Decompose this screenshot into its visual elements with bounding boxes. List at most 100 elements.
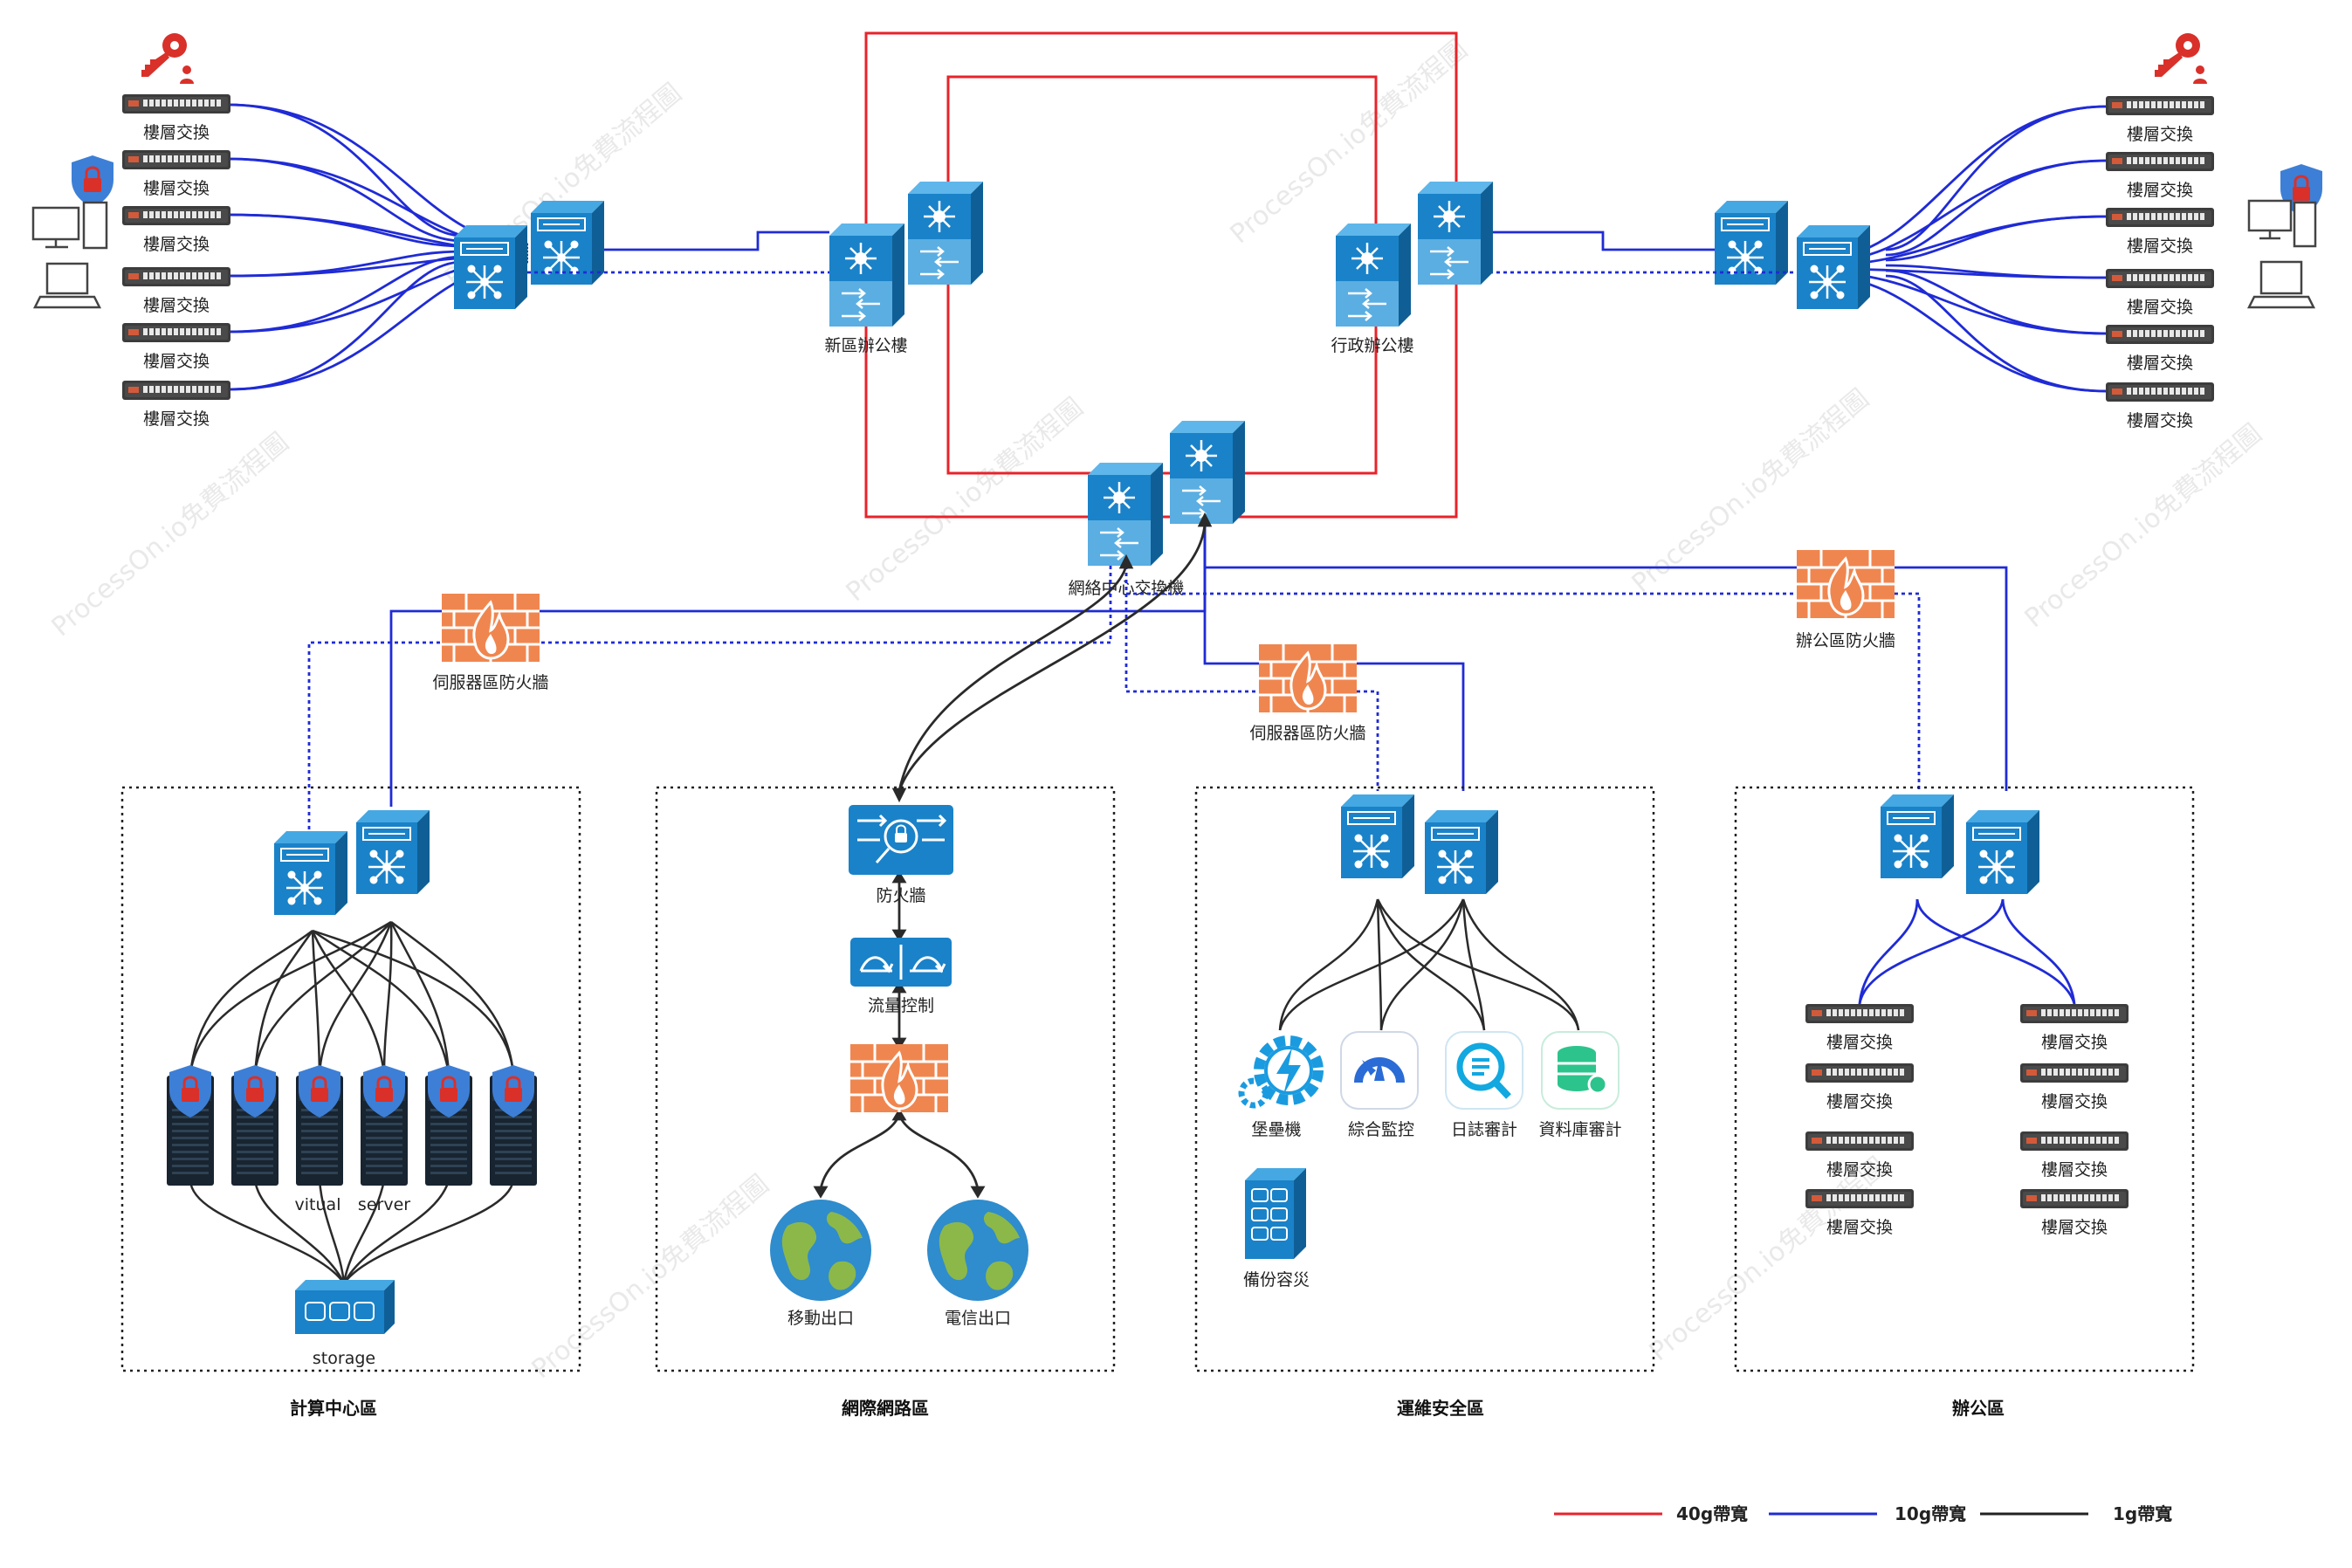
firewall-icon <box>1257 643 1358 714</box>
firewall-icon <box>440 592 541 664</box>
flow-control-icon <box>850 938 952 987</box>
compute-zone-title: 計算中心區 <box>290 1398 377 1419</box>
globe-icon <box>927 1200 1028 1301</box>
storage-icon <box>295 1280 395 1334</box>
server-zone-firewall-left: 伺服器區防火牆 <box>432 592 549 692</box>
zone-titles: 計算中心區 網際網路區 運維安全區 辦公區 <box>290 1398 2005 1419</box>
office-zone-title: 辦公區 <box>1952 1398 2005 1419</box>
key-icon <box>2155 33 2207 84</box>
bastion-label: 堡壘機 <box>1251 1120 1301 1139</box>
core-switch-icon <box>906 180 985 286</box>
floor-switch-label: 樓層交換 <box>1826 1160 1893 1179</box>
watermark: ProcessOn.io免費流程圖 <box>46 427 295 643</box>
l3-switch-icon <box>1964 808 2041 896</box>
floor-switch <box>1805 1004 1914 1023</box>
core-switch-icon <box>828 222 906 328</box>
floor-switch <box>2106 382 2214 402</box>
monitor-label: 綜合監控 <box>1348 1120 1414 1139</box>
legend-label-40g: 40g帶寬 <box>1676 1503 1748 1524</box>
floor-switch-label: 樓層交換 <box>2041 1033 2108 1052</box>
new-office-core: 新區辦公樓 <box>824 180 985 355</box>
floor-switch <box>122 381 230 400</box>
core-switch-icon <box>1086 461 1165 567</box>
floor-switch <box>2106 152 2214 171</box>
floor-switch-label: 樓層交換 <box>143 409 210 429</box>
center-core: 網絡中心交換機 <box>1068 419 1247 598</box>
floor-switch <box>2106 96 2214 115</box>
floor-switch <box>2106 208 2214 227</box>
floor-switch-label: 樓層交換 <box>143 235 210 254</box>
server-firewall-label: 伺服器區防火牆 <box>1249 724 1365 743</box>
compute-zone: vitual server storage <box>167 808 537 1368</box>
telecom-exit-label: 電信出口 <box>945 1309 1011 1328</box>
floor-switch <box>2020 1131 2128 1151</box>
floor-switch <box>122 267 230 286</box>
floor-switch-label: 樓層交換 <box>2127 237 2193 256</box>
right-floor-switches: 樓層交換 樓層交換 樓層交換 樓層交換 樓層交換 樓層交換 <box>2106 96 2214 430</box>
floor-switch-label: 樓層交換 <box>2041 1092 2108 1111</box>
left-endpoints <box>31 154 115 309</box>
watermark: ProcessOn.io免費流程圖 <box>526 1169 775 1385</box>
floor-switch-label: 樓層交換 <box>143 179 210 198</box>
backup-storage-icon <box>1245 1168 1306 1259</box>
firewall-icon <box>849 1042 950 1114</box>
firewall-icon <box>1795 548 1896 620</box>
l3-switch-icon <box>452 224 529 311</box>
right-endpoints <box>2246 162 2324 309</box>
bastion-gear-icon <box>1238 1035 1324 1109</box>
l3-switch-icon <box>1339 793 1416 880</box>
left-uplinks <box>527 230 831 274</box>
desktop-pc-icon <box>2247 199 2317 248</box>
mobile-exit-label: 移動出口 <box>787 1309 854 1328</box>
floor-switch-label: 樓層交換 <box>2127 125 2193 144</box>
ops-zone-box <box>1194 786 1655 1372</box>
l3-switch-icon <box>272 829 349 917</box>
core-switch-icon <box>1416 180 1495 286</box>
core-switch-icon <box>1168 419 1247 526</box>
l3-switch-icon <box>1879 793 1956 880</box>
zone-boxes <box>120 786 2195 1372</box>
admin-office-core: 行政辦公樓 <box>1331 180 1495 355</box>
watermark: ProcessOn.io免費流程圖 <box>2019 418 2268 634</box>
compute-1g-links <box>189 920 515 1284</box>
ops-zone-title: 運維安全區 <box>1397 1398 1484 1419</box>
firewall-appliance-icon <box>849 805 953 875</box>
floor-switch <box>2020 1004 2128 1023</box>
monitor-icon <box>1340 1031 1419 1110</box>
floor-switch <box>2020 1189 2128 1208</box>
l3-switch-icon <box>1423 808 1500 896</box>
floor-switch <box>1805 1189 1914 1208</box>
storage-label: storage <box>313 1349 375 1368</box>
floor-switch-label: 樓層交換 <box>2041 1160 2108 1179</box>
server-firewall-label: 伺服器區防火牆 <box>432 673 548 692</box>
legend-label-10g: 10g帶寬 <box>1895 1503 1966 1524</box>
l3-switch-icon <box>354 808 431 896</box>
core-to-office-links <box>1124 524 2008 791</box>
floor-switch-label: 樓層交換 <box>2127 354 2193 373</box>
server-zone-firewall-mid: 伺服器區防火牆 <box>1249 643 1366 743</box>
log-audit-icon <box>1445 1031 1523 1110</box>
office-zone: 樓層交換 樓層交換 樓層交換 樓層交換 樓層交換 樓層交換 樓層交換 樓層交換 <box>1805 793 2128 1237</box>
floor-switch <box>122 150 230 169</box>
floor-switch-label: 樓層交換 <box>2127 298 2193 317</box>
new-office-label: 新區辦公樓 <box>824 336 907 355</box>
floor-switch-label: 樓層交換 <box>2041 1218 2108 1237</box>
floor-switch <box>2106 325 2214 344</box>
internet-zone: 防火牆 流量控制 移動出口 電信出口 <box>770 805 1028 1328</box>
backup-label: 備份容災 <box>1243 1270 1310 1289</box>
firewall-label: 防火牆 <box>876 886 925 905</box>
ops-1g-links <box>1278 898 1580 1031</box>
desktop-pc-icon <box>31 201 108 250</box>
floor-switch-label: 樓層交換 <box>143 352 210 371</box>
legend: 40g帶寬 10g帶寬 1g帶寬 <box>1554 1503 2172 1524</box>
l3-switch-icon <box>1795 224 1872 311</box>
watermark: ProcessOn.io免費流程圖 <box>841 392 1090 608</box>
virtual-label: vitual <box>295 1195 341 1214</box>
internet-zone-title: 網際網路區 <box>842 1398 929 1419</box>
flow-control-label: 流量控制 <box>868 996 934 1015</box>
watermark: ProcessOn.io免費流程圖 <box>1644 1152 1893 1367</box>
laptop-icon <box>32 262 102 309</box>
log-audit-label: 日誌審計 <box>1451 1120 1517 1139</box>
floor-switch-label: 樓層交換 <box>1826 1033 1893 1052</box>
